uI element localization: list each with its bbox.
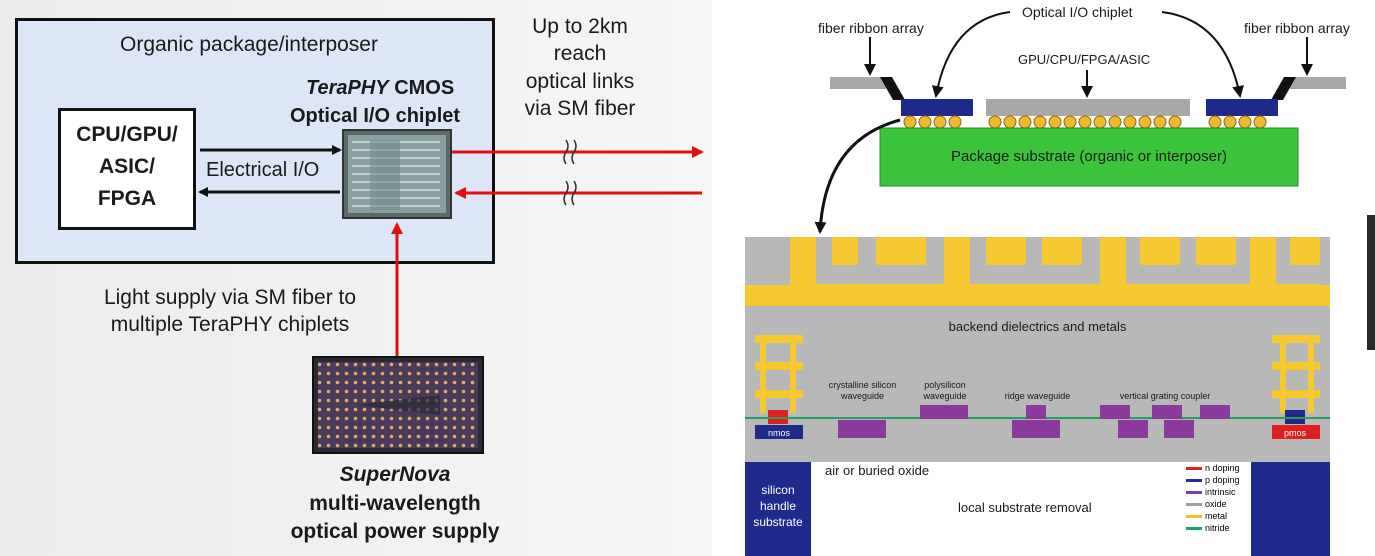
reach-line-3: optical links [525,70,635,93]
legend-item: n doping [1186,462,1250,474]
chiplet-title-italic: TeraPHY [306,77,389,99]
host-chip-line-2: ASIC/ [98,155,155,178]
legend-swatch-metal [1186,514,1202,518]
device-crystalline-1: crystalline silicon [828,380,897,390]
legend-swatch-oxide [1186,502,1202,506]
legend-label: oxide [1205,499,1227,509]
handle-line-1: silicon [761,483,795,497]
legend-label: nitride [1205,523,1230,533]
supernova-desc-1: multi-wavelength [309,492,481,515]
fiber-break-marks [563,139,577,206]
host-die [986,99,1190,116]
host-chip-line-3: FPGA [97,187,157,210]
chiplet-arrow-right [1161,11,1244,98]
package-label: Organic package/interposer [120,33,378,56]
teraphy-chiplet-die [342,129,452,219]
zoom-arrow [814,118,901,234]
reach-line-4: via SM fiber [524,97,636,120]
handle-line-2: handle [759,499,797,513]
legend-item: oxide [1186,498,1250,510]
supernova-chip [312,356,484,454]
host-chip-box [58,108,196,230]
legend-item: p doping [1186,474,1250,486]
handle-line-3: substrate [753,515,803,529]
left-graphics [198,129,704,454]
device-poly-1: polysilicon [924,380,966,390]
optical-chiplet-left [901,99,973,116]
legend-swatch-n-doping [1186,466,1202,470]
fiber-ribbon-right [1290,77,1346,89]
cropped-image-edge [1367,215,1375,350]
substrate-removal-label: local substrate removal [958,500,1092,515]
legend-label: intrinsic [1205,487,1236,497]
material-legend: n doping p doping intrinsic oxide metal … [1186,462,1250,534]
supernova-title: SuperNova [339,463,451,486]
fiber-ribbon-left-label: fiber ribbon array [818,20,924,36]
electrical-io-label: Electrical I/O [206,159,320,181]
optical-chiplet-label: Optical I/O chiplet [1022,4,1133,20]
legend-label: n doping [1205,463,1240,473]
legend-label: p doping [1205,475,1240,485]
legend-item: nitride [1186,522,1250,534]
fiber-ribbon-right-label: fiber ribbon array [1244,20,1350,36]
device-ridge: ridge waveguide [1004,391,1071,401]
nmos-label: nmos [768,428,791,438]
air-oxide-label: air or buried oxide [825,463,930,478]
legend-item: intrinsic [1186,486,1250,498]
device-poly-2: waveguide [923,391,967,401]
light-supply-line-2: multiple TeraPHY chiplets [110,313,350,336]
optical-chiplet-right [1206,99,1278,116]
legend-swatch-p-doping [1186,478,1202,482]
legend-swatch-intrinsic [1186,490,1202,494]
gpu-label: GPU/CPU/FPGA/ASIC [1018,52,1151,67]
chiplet-subtitle: Optical I/O chiplet [290,105,461,127]
chiplet-title-rest: CMOS [388,77,455,99]
chiplet-title: TeraPHY CMOS [306,77,454,100]
pmos-label: pmos [1284,428,1307,438]
legend-item: metal [1186,510,1250,522]
cross-section [745,237,1330,556]
light-supply-line-1: Light supply via SM fiber to [103,286,357,309]
backend-label: backend dielectrics and metals [948,319,1127,334]
legend-swatch-nitride [1186,526,1202,530]
substrate-label: Package substrate (organic or interposer… [951,148,1227,165]
supernova-desc-2: optical power supply [290,520,500,543]
solder-bumps [903,115,1267,129]
reach-line-1: Up to 2km [532,15,628,38]
host-chip-line-1: CPU/GPU/ [76,123,178,146]
device-grating: vertical grating coupler [1119,391,1211,401]
fiber-ribbon-left [830,77,886,89]
device-crystalline-2: waveguide [840,391,885,401]
legend-label: metal [1205,511,1228,521]
reach-line-2: reach [553,42,607,65]
chiplet-arrow-left [931,11,1011,98]
package-substrate [879,127,1299,187]
